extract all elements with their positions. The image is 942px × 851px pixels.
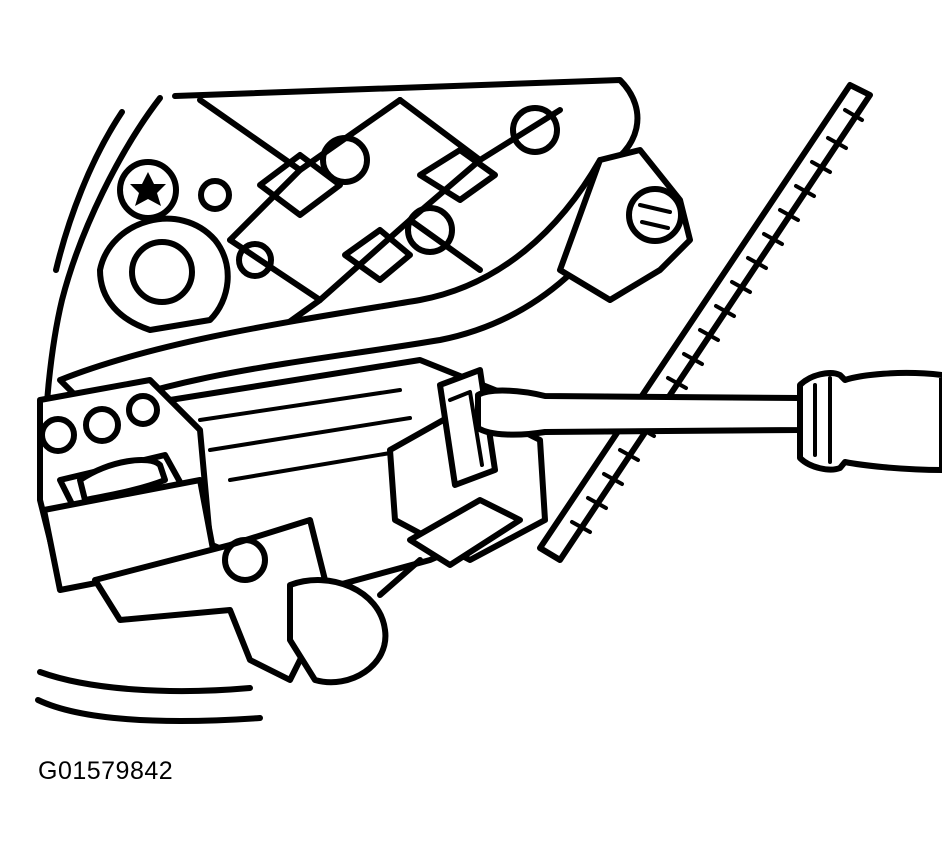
left-connector-plug [37, 377, 218, 593]
casting-grid [172, 77, 641, 353]
torx-screw [117, 159, 179, 221]
pivot-boss [97, 215, 231, 333]
screwdriver [475, 369, 942, 473]
right-bracket [557, 147, 693, 303]
electrical-connector [387, 367, 548, 568]
lower-bracket [92, 517, 423, 686]
figure-id-label: G01579842 [38, 757, 174, 785]
shift-cable [537, 82, 873, 563]
